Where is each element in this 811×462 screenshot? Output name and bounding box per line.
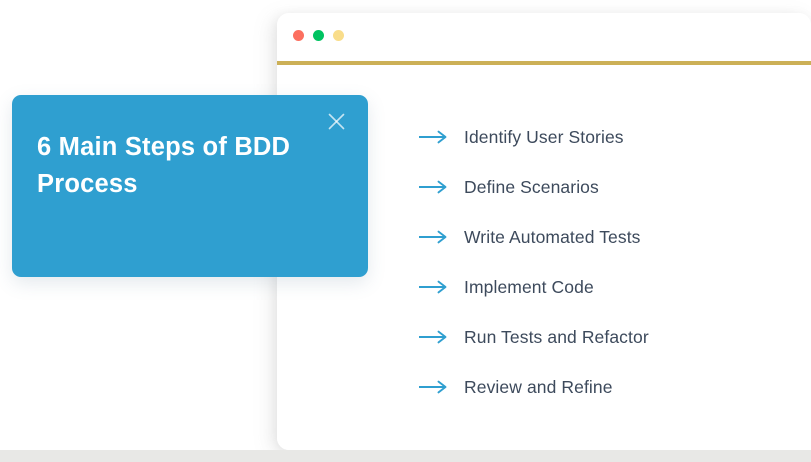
- list-item-label: Write Automated Tests: [464, 226, 641, 247]
- arrow-right-icon: [419, 180, 449, 194]
- list-item[interactable]: Implement Code: [419, 262, 649, 312]
- close-dot[interactable]: [293, 30, 304, 41]
- arrow-right-icon: [419, 330, 449, 344]
- arrow-right-icon: [419, 130, 449, 144]
- list-item[interactable]: Define Scenarios: [419, 162, 649, 212]
- arrow-right-icon: [419, 230, 449, 244]
- window-titlebar: [277, 13, 811, 61]
- list-item[interactable]: Identify User Stories: [419, 112, 649, 162]
- list-item[interactable]: Review and Refine: [419, 362, 649, 412]
- list-item-label: Define Scenarios: [464, 176, 599, 197]
- list-item-label: Run Tests and Refactor: [464, 326, 649, 347]
- steps-list: Identify User Stories Define Scenarios: [419, 112, 649, 412]
- gold-divider: [277, 61, 811, 65]
- minimize-dot[interactable]: [313, 30, 324, 41]
- traffic-light-buttons: [293, 30, 344, 41]
- arrow-right-icon: [419, 380, 449, 394]
- maximize-dot[interactable]: [333, 30, 344, 41]
- list-item-label: Implement Code: [464, 276, 594, 297]
- card-title: 6 Main Steps of BDD Process: [37, 133, 291, 198]
- close-x-icon[interactable]: [323, 108, 349, 134]
- bottom-page-strip: [0, 450, 811, 462]
- list-item[interactable]: Write Automated Tests: [419, 212, 649, 262]
- list-item-label: Review and Refine: [464, 376, 613, 397]
- list-item[interactable]: Run Tests and Refactor: [419, 312, 649, 362]
- list-item-label: Identify User Stories: [464, 126, 624, 147]
- browser-window: Identify User Stories Define Scenarios: [277, 13, 811, 450]
- arrow-right-icon: [419, 280, 449, 294]
- info-card: 6 Main Steps of BDD Process: [12, 95, 368, 277]
